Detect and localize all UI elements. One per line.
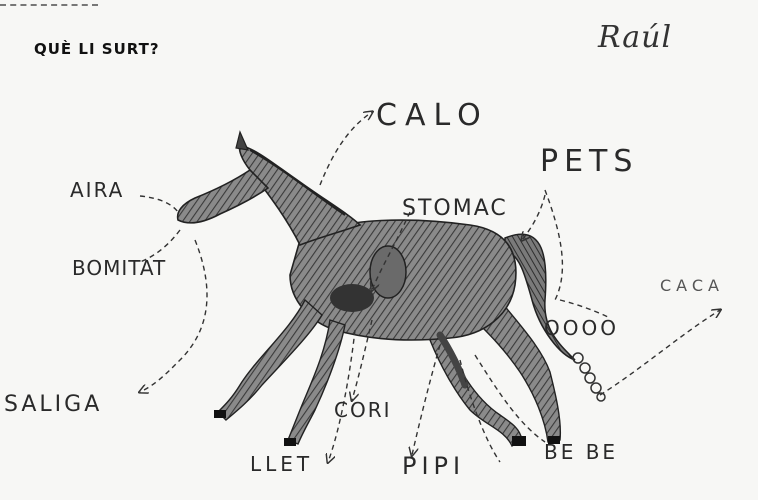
label-llet: LLET <box>250 452 313 476</box>
label-pipi: PIPI <box>402 452 465 480</box>
label-calo: CALO <box>376 98 489 133</box>
label-cori: CORI <box>334 398 392 422</box>
label-oooo: OOOO <box>544 316 619 340</box>
label-saliga: SALIGA <box>4 392 102 417</box>
label-caca: CACA <box>660 276 724 295</box>
label-stomac: STOMAC <box>402 196 508 221</box>
label-pets: PETS <box>540 144 638 179</box>
label-bomitat: BOMITAT <box>72 256 166 280</box>
droppings-squiggle <box>573 353 605 401</box>
label-bebe: BE BE <box>544 440 618 464</box>
label-aira: AIRA <box>70 178 124 202</box>
